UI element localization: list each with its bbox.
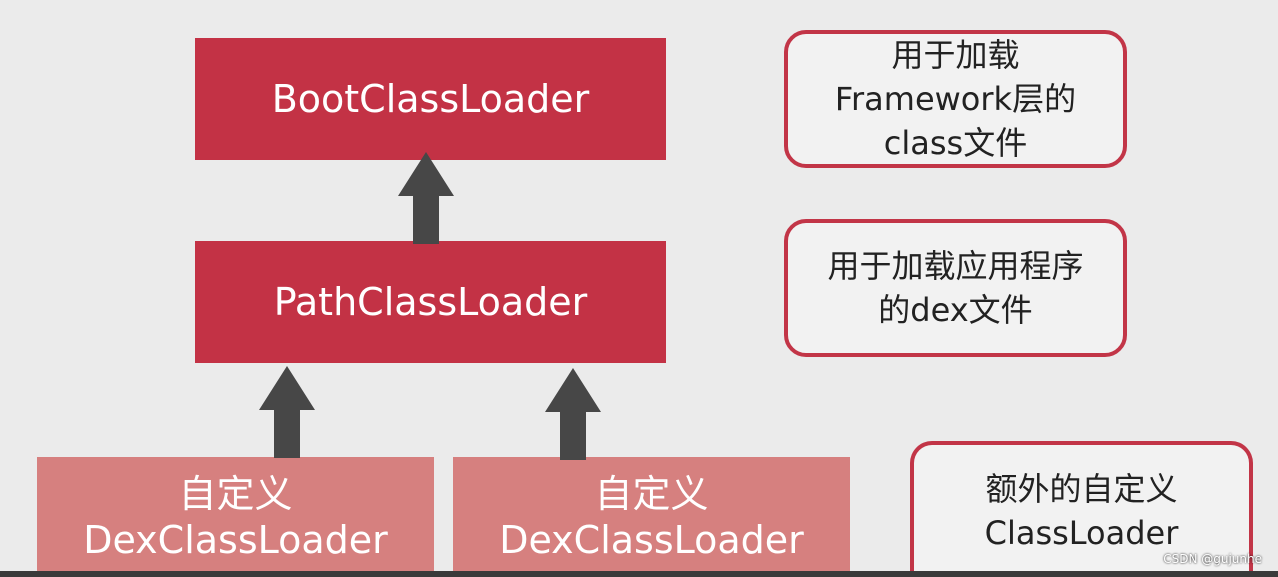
note-line: ClassLoader: [984, 514, 1179, 552]
boot-loader-note: 用于加载 Framework层的 class文件: [784, 30, 1127, 168]
note-line: 用于加载应用程序: [827, 247, 1084, 285]
path-loader-note: 用于加载应用程序 的dex文件: [784, 219, 1127, 357]
note-line: 的dex文件: [878, 291, 1033, 329]
note-line: Framework层的: [834, 80, 1077, 118]
path-class-loader-label: PathClassLoader: [273, 280, 588, 324]
custom-dex-label-line2: DexClassLoader: [499, 518, 804, 562]
up-arrow-dex1-to-path: [259, 366, 315, 458]
custom-dex-label-line1: 自定义: [178, 472, 293, 516]
custom-dex-class-loader-box-2: 自定义 DexClassLoader: [453, 457, 850, 577]
up-arrow-path-to-boot: [398, 152, 454, 244]
custom-loader-note: 额外的自定义 ClassLoader: [910, 441, 1253, 577]
watermark: CSDN @gujunhe: [1163, 552, 1262, 566]
boot-class-loader-label: BootClassLoader: [271, 77, 590, 121]
up-arrow-dex2-to-path: [545, 368, 601, 460]
note-line: 额外的自定义: [985, 470, 1178, 508]
note-line: 用于加载: [891, 36, 1020, 74]
bottom-strip: [0, 571, 1278, 577]
custom-dex-label-line2: DexClassLoader: [83, 518, 388, 562]
note-line: class文件: [883, 124, 1028, 162]
custom-dex-class-loader-box-1: 自定义 DexClassLoader: [37, 457, 434, 577]
path-class-loader-box: PathClassLoader: [195, 241, 666, 363]
custom-dex-label-line1: 自定义: [594, 472, 709, 516]
boot-class-loader-box: BootClassLoader: [195, 38, 666, 160]
